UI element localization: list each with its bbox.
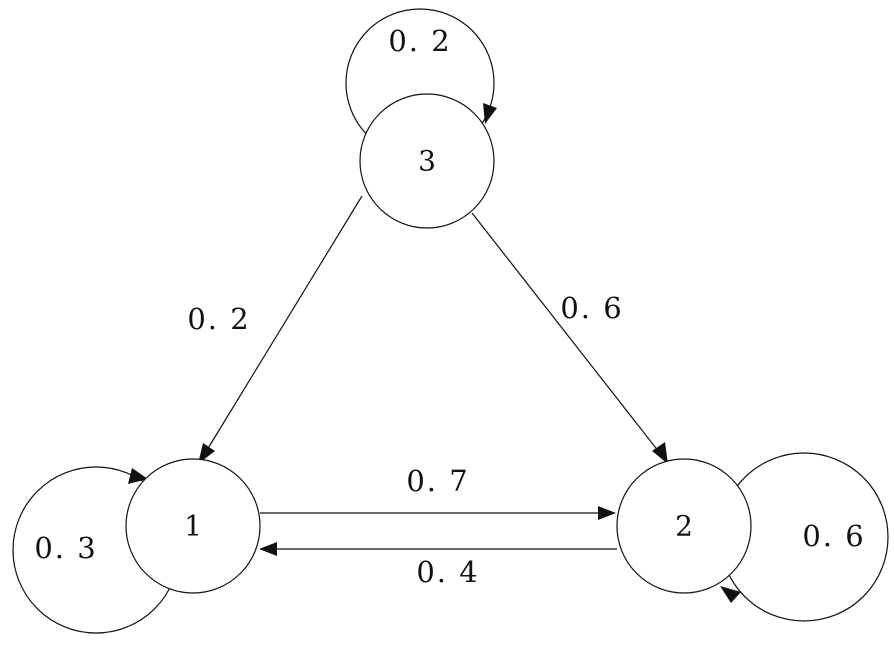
edge-label-3-to-2: 0. 6 bbox=[560, 291, 623, 325]
node-3-circle bbox=[359, 93, 495, 229]
arrowhead-3-to-3 bbox=[483, 103, 497, 124]
node-3-label: 3 bbox=[418, 145, 436, 178]
node-2-label: 2 bbox=[675, 510, 693, 543]
node-2: 2 bbox=[616, 458, 752, 594]
arrowhead-2-to-2 bbox=[720, 586, 741, 603]
arrowhead-1-to-1 bbox=[128, 468, 148, 484]
edge-label-3-to-3: 0. 2 bbox=[388, 24, 451, 58]
node-1-circle bbox=[125, 458, 261, 594]
edge-label-1-to-2: 0. 7 bbox=[406, 464, 469, 498]
node-1-label: 1 bbox=[184, 510, 202, 543]
node-3: 3 bbox=[359, 93, 495, 229]
edge-3-to-2 bbox=[471, 212, 660, 453]
arrowhead-3-to-1 bbox=[198, 443, 215, 464]
edge-label-3-to-1: 0. 2 bbox=[187, 302, 250, 336]
edge-label-1-to-1: 0. 3 bbox=[34, 531, 97, 565]
edge-label-2-to-2: 0. 6 bbox=[802, 519, 865, 553]
arrowhead-1-to-2 bbox=[598, 506, 616, 520]
arrowhead-2-to-1 bbox=[259, 542, 277, 556]
edge-label-2-to-1: 0. 4 bbox=[416, 555, 479, 589]
node-2-circle bbox=[616, 458, 752, 594]
edge-3-to-1 bbox=[206, 195, 363, 451]
node-1: 1 bbox=[125, 458, 261, 594]
arrowhead-3-to-2 bbox=[652, 442, 668, 464]
